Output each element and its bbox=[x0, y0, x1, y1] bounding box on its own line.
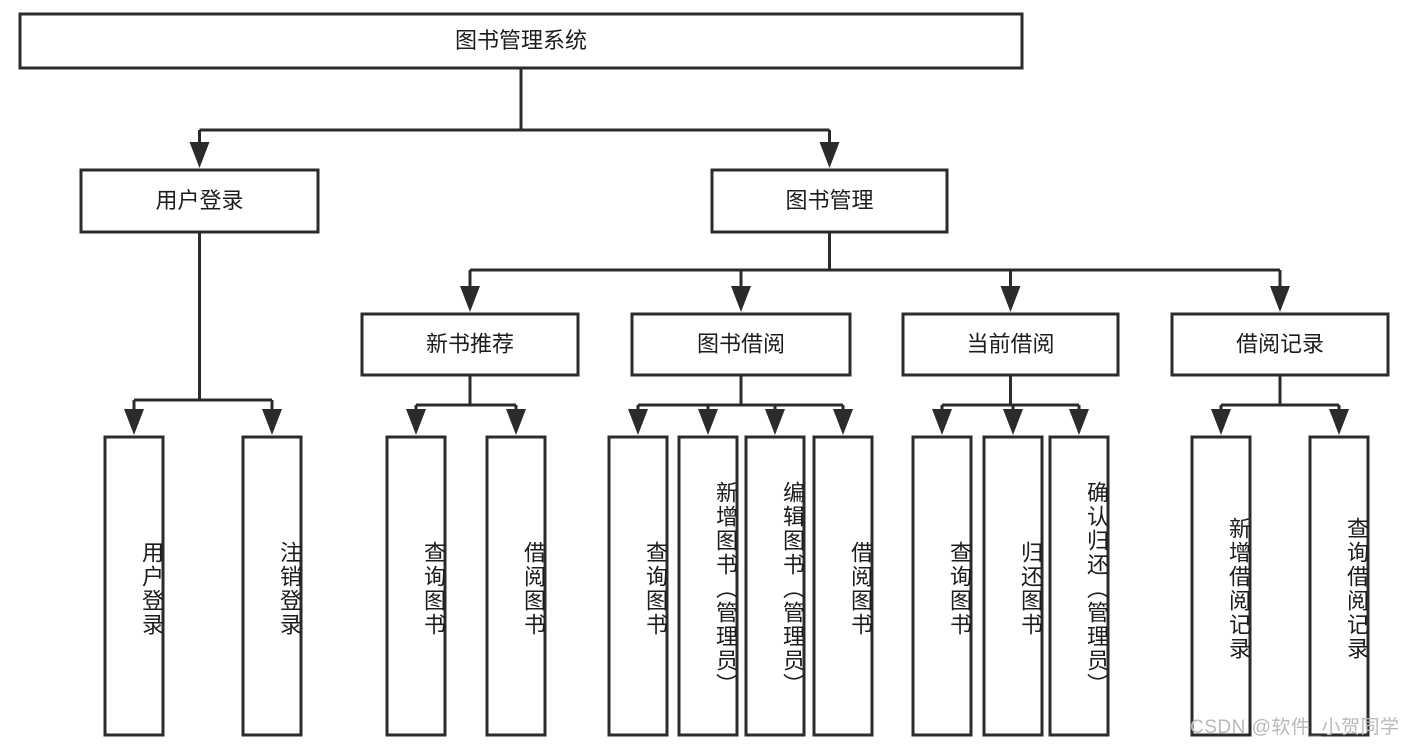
node-layer bbox=[18, 12, 1390, 737]
arrow-head-icon bbox=[731, 286, 751, 312]
node-box-root[interactable] bbox=[18, 12, 1024, 70]
watermark-text: CSDN @软件_小贺同学 bbox=[1190, 717, 1400, 738]
node-box-borrow-record[interactable] bbox=[1170, 312, 1390, 377]
node-box-current-borrow[interactable] bbox=[901, 312, 1120, 377]
node-box-leaf-query-book-1[interactable] bbox=[385, 435, 447, 737]
node-box-leaf-borrow-book-2[interactable] bbox=[812, 435, 874, 737]
arrow-head-icon bbox=[1069, 409, 1089, 435]
node-box-leaf-add-book[interactable] bbox=[677, 435, 739, 737]
arrow-head-icon bbox=[1000, 286, 1021, 312]
node-box-leaf-query-book-3[interactable] bbox=[911, 435, 973, 737]
node-box-book-manage[interactable] bbox=[710, 168, 949, 234]
node-box-leaf-borrow-book-1[interactable] bbox=[485, 435, 547, 737]
node-box-leaf-add-record[interactable] bbox=[1190, 435, 1252, 737]
connector-layer bbox=[124, 68, 1349, 435]
arrow-head-icon bbox=[1211, 409, 1231, 435]
arrow-head-icon bbox=[698, 409, 718, 435]
node-label-root: 图书管理系统 bbox=[455, 28, 587, 53]
node-label-book-borrow: 图书借阅 bbox=[697, 331, 785, 356]
node-box-new-book-rec[interactable] bbox=[360, 312, 580, 377]
arrow-head-icon bbox=[1329, 409, 1349, 435]
node-box-leaf-user-login[interactable] bbox=[103, 435, 165, 737]
arrow-head-icon bbox=[189, 142, 210, 168]
node-box-leaf-query-book-2[interactable] bbox=[607, 435, 669, 737]
node-label-book-manage: 图书管理 bbox=[785, 188, 873, 213]
arrow-head-icon bbox=[1270, 286, 1290, 312]
node-label-borrow-record: 借阅记录 bbox=[1236, 331, 1324, 356]
node-box-leaf-user-logout[interactable] bbox=[241, 435, 303, 737]
node-label-current-borrow: 当前借阅 bbox=[966, 331, 1054, 356]
arrow-head-icon bbox=[406, 409, 426, 435]
node-box-user-login[interactable] bbox=[79, 168, 320, 234]
arrow-head-icon bbox=[506, 409, 526, 435]
node-box-leaf-return-book[interactable] bbox=[982, 435, 1044, 737]
node-box-leaf-query-record[interactable] bbox=[1308, 435, 1370, 737]
arrow-head-icon bbox=[460, 286, 480, 312]
arrow-head-icon bbox=[628, 409, 648, 435]
node-box-leaf-confirm-return[interactable] bbox=[1048, 435, 1110, 737]
arrow-head-icon bbox=[765, 409, 785, 435]
arrow-head-icon bbox=[833, 409, 853, 435]
arrow-head-icon bbox=[1003, 409, 1023, 435]
node-box-book-borrow[interactable] bbox=[630, 312, 852, 377]
node-box-leaf-edit-book[interactable] bbox=[744, 435, 806, 737]
node-label-user-login: 用户登录 bbox=[155, 188, 243, 213]
arrow-head-icon bbox=[932, 409, 952, 435]
node-label-new-book-rec: 新书推荐 bbox=[426, 331, 514, 356]
arrow-head-icon bbox=[124, 409, 144, 435]
arrow-head-icon bbox=[262, 409, 282, 435]
arrow-head-icon bbox=[819, 142, 840, 168]
